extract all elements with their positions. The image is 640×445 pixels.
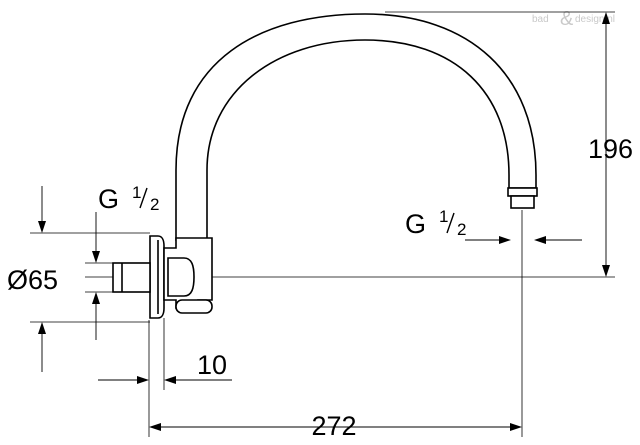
- inlet-fraction-slash: [139, 187, 148, 209]
- dimension-lines: [41, 14, 607, 428]
- bottom-plug: [175, 299, 213, 314]
- arrowhead-icon: [38, 221, 46, 233]
- arrowhead-icon: [510, 423, 522, 431]
- arrowhead-icon: [137, 376, 149, 384]
- arrowheads: [38, 12, 610, 431]
- inlet-thread-base: G: [98, 184, 119, 214]
- arrowhead-icon: [92, 251, 100, 263]
- arrowhead-icon: [92, 292, 100, 304]
- outlet-thread-denominator: 2: [457, 220, 466, 239]
- connector-neck: [167, 257, 195, 297]
- watermark: bad & design.nl: [532, 8, 615, 30]
- inlet-thread-denominator: 2: [150, 195, 159, 214]
- height-label: 196: [588, 134, 633, 164]
- watermark-text-design: design.nl: [575, 14, 615, 25]
- arrowhead-icon: [499, 236, 511, 244]
- arrowhead-icon: [149, 423, 161, 431]
- watermark-ampersand-icon: &: [560, 8, 574, 30]
- wall-flange: [149, 235, 165, 319]
- outlet-thread-numerator: 1: [439, 207, 448, 226]
- inlet-thread-numerator: 1: [132, 183, 141, 202]
- outlet-thread-label: G 1 2: [405, 207, 466, 239]
- arrowhead-icon: [602, 12, 610, 24]
- outlet-collar: [507, 187, 538, 197]
- outlet-thread-base: G: [405, 209, 426, 239]
- width-label: 272: [311, 411, 356, 441]
- outlet-fraction-slash: [446, 212, 455, 234]
- arrowhead-icon: [534, 236, 546, 244]
- offset-label: 10: [197, 350, 227, 380]
- watermark-text-bad: bad: [532, 14, 549, 25]
- arrowhead-icon: [38, 322, 46, 334]
- reference-lines: [30, 11, 615, 437]
- arrowhead-icon: [164, 376, 176, 384]
- flange-diameter-label: Ø65: [7, 265, 58, 295]
- shower-arm: [112, 13, 538, 319]
- curved-arm-tube: [175, 13, 537, 241]
- inlet-thread: [112, 262, 151, 293]
- arrowhead-icon: [602, 265, 610, 277]
- dimension-labels: 196 272 10 Ø65 G 1 2 G 1 2: [7, 134, 633, 441]
- inlet-thread-label: G 1 2: [98, 183, 159, 214]
- outlet-thread: [510, 195, 535, 209]
